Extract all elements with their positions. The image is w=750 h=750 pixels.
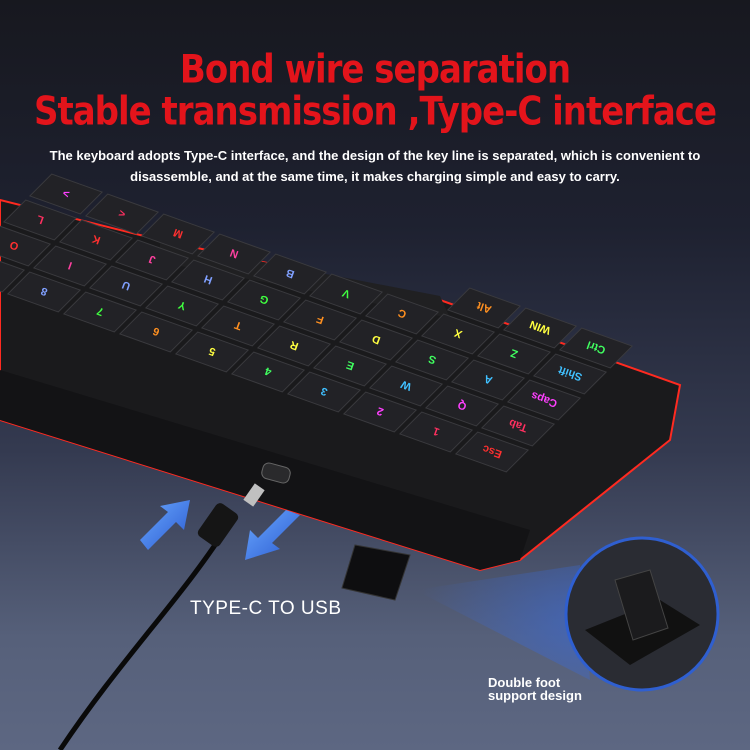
key-legend: D [371,332,383,346]
key-legend: M [172,226,185,240]
arrow-down-icon [245,510,300,560]
key-legend: > [61,186,71,199]
key-legend: S [427,352,438,366]
description: The keyboard adopts Type-C interface, an… [49,148,701,184]
key [394,339,470,381]
type-c-port [261,462,291,484]
key [424,385,500,427]
key [174,331,250,373]
key [342,391,418,433]
key-legend: H [203,272,215,286]
key-legend: < [117,206,127,219]
key [144,285,220,327]
key [200,305,276,347]
key [502,307,578,349]
key [84,193,160,235]
key-legend: L [35,212,46,226]
key-legend: K [91,232,103,246]
key-legend: X [452,326,464,340]
key [0,225,52,267]
key [476,333,552,375]
type-c-plug [197,503,239,547]
folding-foot [341,544,411,601]
key-legend: 3 [319,384,329,397]
key-legend: 4 [263,364,274,378]
key-legend: T [233,318,244,332]
key-legend: W [399,377,413,392]
key-legend: 7 [95,304,105,317]
key [368,365,444,407]
key-legend: C [397,306,409,320]
key [398,411,474,453]
key-legend: A [483,372,495,386]
key [338,319,414,361]
key [446,287,522,329]
headline-line-1: Bond wire separation [179,47,571,93]
key-legend: R [289,338,301,352]
key-legend: U [121,278,133,292]
key [506,379,582,421]
key [480,405,556,447]
key [2,199,78,241]
key [252,253,328,295]
headline-line-2: Stable transmission ,Type-C interface [33,89,717,135]
key [420,313,496,355]
key [62,291,138,333]
key [230,351,306,393]
key [454,431,530,473]
key [88,265,164,307]
key-legend: 5 [207,344,217,357]
cable-label: TYPE-C TO USB [190,598,342,619]
key-legend: Z [509,346,520,360]
key-legend: F [315,312,326,326]
key-legend: N [229,246,241,260]
key [114,239,190,281]
inset-label-line-2: support design [488,688,582,703]
key-legend: G [258,292,270,306]
key-legend: I [67,259,74,271]
key-legend: 6 [151,324,161,337]
key [6,271,82,313]
inset-label-line-1: Double foot [488,675,561,690]
key-legend: 8 [39,284,49,297]
key [364,293,440,335]
key [196,233,272,275]
key-legend: Alt [475,299,493,315]
key [170,259,246,301]
key [308,273,384,315]
inset-label: Double foot support design [488,676,582,702]
key [226,279,302,321]
key [0,260,26,293]
key [58,219,134,261]
key [312,345,388,387]
key-legend: B [285,266,297,280]
key-legend: Y [176,298,188,312]
key [140,213,216,255]
arrow-up-icon [140,500,190,550]
key [286,371,362,413]
key [28,173,104,215]
key-grid: Esc123456789TabQWERTYUIOCapsASDFGHJKLShi… [0,173,634,473]
key [118,311,194,353]
type-c-connector [243,483,265,507]
key-legend: J [147,252,157,265]
key [282,299,358,341]
key-legend: 2 [375,404,385,417]
key [32,245,108,287]
key [450,359,526,401]
usb-cable [57,528,228,750]
zoom-beam [415,565,590,680]
key-legend: 1 [431,424,441,437]
key-legend: E [345,358,356,372]
key [558,327,634,369]
key [256,325,332,367]
key [532,353,608,395]
key-legend: V [340,286,352,300]
